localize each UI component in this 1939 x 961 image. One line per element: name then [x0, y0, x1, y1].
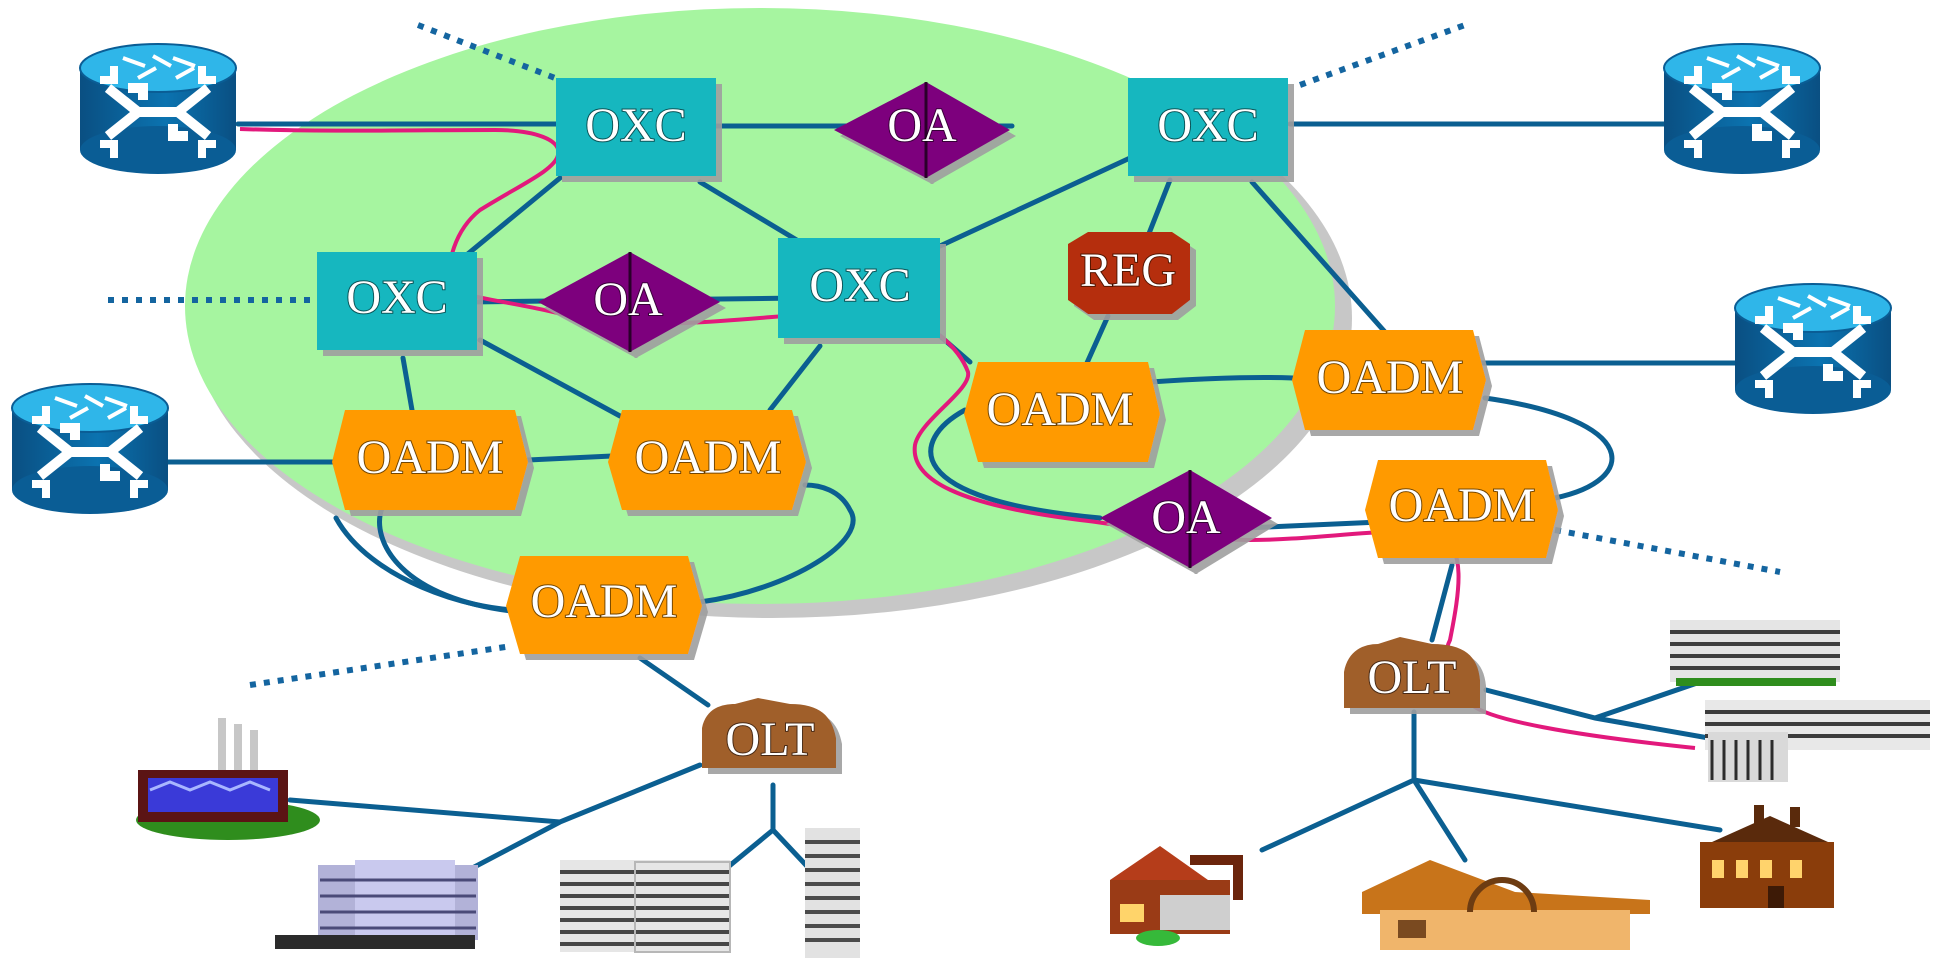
oa-node: OA	[1100, 470, 1272, 568]
node-label: OXC	[585, 99, 686, 152]
link-oadm-olt-right	[1429, 562, 1455, 643]
house-icon	[1700, 805, 1834, 908]
node-label: OXC	[1157, 99, 1258, 152]
router-icon	[1664, 44, 1820, 174]
ring-right	[928, 395, 1615, 531]
link-oxc-oxccenter	[697, 179, 803, 245]
link-olt-right-buildings	[1483, 679, 1723, 743]
oadm-node: OADM	[506, 556, 702, 654]
office-building-icon	[1705, 700, 1930, 782]
node-label: OXC	[809, 259, 910, 312]
router-icon	[1735, 284, 1891, 414]
dotted-link-right	[1554, 527, 1781, 575]
node-label: OA	[593, 273, 663, 326]
link-oxcright-oadm	[1249, 179, 1388, 335]
external-dotted-links	[108, 22, 1781, 688]
oadm-node: OADM	[1292, 330, 1486, 430]
node-label: OXC	[346, 271, 447, 324]
node-label: OADM	[357, 431, 504, 484]
house-icon	[1110, 846, 1243, 946]
oadm-node: OADM	[964, 362, 1160, 462]
ring-left-lower	[377, 505, 523, 615]
lightpath-route	[239, 127, 1696, 750]
router-icon	[12, 384, 168, 514]
link-olt-left-tree	[287, 762, 823, 893]
link-oadm-olt-left	[637, 655, 711, 708]
link-oxcright-reg	[1145, 177, 1173, 239]
router-icon	[80, 44, 236, 174]
office-building-icon	[275, 860, 478, 949]
node-label: OADM	[987, 383, 1134, 436]
link-oxc-oxc-left	[455, 175, 563, 265]
oadm-node: OADM	[1365, 460, 1558, 558]
link-oadm-oadm	[525, 453, 615, 463]
dotted-link-top-right	[1298, 22, 1467, 88]
office-building-icon	[560, 860, 731, 953]
factory-icon	[136, 718, 320, 840]
oxc-node: OXC	[556, 78, 716, 176]
node-label: OADM	[1389, 479, 1536, 532]
node-label: OLT	[1368, 651, 1457, 704]
node-label: OLT	[726, 713, 815, 766]
dotted-link-bottom-left	[249, 643, 513, 688]
link-oadm-oadmright	[1147, 375, 1296, 385]
olt-node: OLT	[702, 698, 836, 768]
node-label: OA	[1151, 491, 1221, 544]
oxc-node: OXC	[1128, 78, 1288, 176]
node-label: OADM	[1317, 351, 1464, 404]
tower-building-icon	[805, 828, 860, 958]
link-oxcmid-oadm2	[477, 337, 623, 419]
network-links	[165, 121, 1738, 893]
node-label: OA	[887, 99, 957, 152]
oadm-node: OADM	[332, 410, 528, 510]
link-oxcmid-oadm	[400, 355, 415, 413]
office-building-icon	[1670, 620, 1840, 686]
house-icon	[1362, 860, 1650, 950]
node-label: OADM	[635, 431, 782, 484]
link-oxccenter-oadm2	[767, 343, 823, 413]
link-olt-right-tree	[1259, 709, 1723, 863]
oxc-node: OXC	[317, 252, 477, 350]
oxc-node: OXC	[778, 238, 940, 338]
olt-node: OLT	[1344, 637, 1480, 708]
oa-node: OA	[538, 252, 720, 352]
dotted-link-top-left	[416, 22, 557, 81]
oadm-node: OADM	[608, 410, 806, 510]
node-label: REG	[1080, 244, 1176, 297]
node-label: OADM	[531, 575, 678, 628]
reg-node: REG	[1068, 232, 1190, 314]
oa-node: OA	[834, 82, 1010, 178]
link-oxcright-oxccenter	[937, 155, 1133, 249]
